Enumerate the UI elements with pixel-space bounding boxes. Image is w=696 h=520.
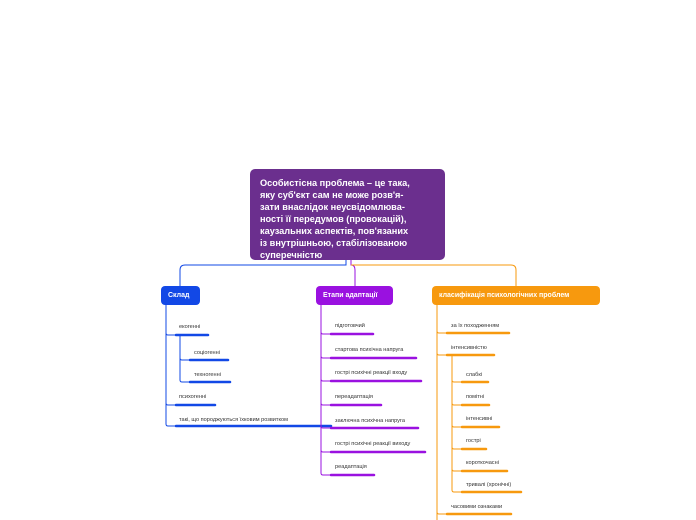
leaf-intensyvnistiu[interactable]: інтенсивністю (451, 345, 487, 351)
leaf-korotkochasni[interactable]: короткочасні (466, 460, 499, 466)
leaf-etap-7[interactable]: реадаптація (335, 464, 367, 470)
leaf-pomitni[interactable]: помітні (466, 394, 485, 400)
leaf-za-pokhodzhenniam[interactable]: за їх походженням (451, 323, 500, 329)
branch-sklad[interactable]: Склад (161, 286, 200, 305)
leaf-tekhnogenni[interactable]: техногенні (194, 372, 221, 378)
branch-etapy-adaptatsii[interactable]: Етапи адаптації (316, 286, 393, 305)
leaf-psykhogenni[interactable]: психогенні (179, 394, 207, 400)
leaf-sotsiogenni[interactable]: соціогенні (194, 350, 220, 356)
leaf-chasovymy-oznakamy[interactable]: часовими ознаками (451, 504, 503, 510)
leaf-vikovi[interactable]: такі, що породжуються їхковим розвитком (179, 417, 288, 423)
root-line-6: із внутрішньою, стабілізованою (260, 238, 408, 248)
root-line-4: ності її передумов (провокацій), (260, 214, 407, 224)
leaf-etap-4[interactable]: переадаптація (335, 394, 373, 400)
branch-klasyfikatsiia[interactable]: класифікація психологічних проблем (432, 286, 600, 305)
root-line-3: зати внаслідок неусвідомлюва- (260, 202, 405, 212)
root-topic[interactable]: Особистісна проблема – це така, яку суб'… (250, 169, 445, 260)
leaf-slabki[interactable]: слабкі (466, 372, 483, 378)
root-line-2: яку суб'єкт сам не може розв'я- (260, 190, 404, 200)
leaf-etap-1[interactable]: підготовчий (335, 323, 365, 329)
root-line-5: каузальних аспектів, пов'язаних (260, 226, 409, 236)
leaf-etap-2[interactable]: стартова психічна напруга (335, 347, 404, 353)
root-line-7: суперечністю (260, 250, 323, 260)
leaf-etap-6[interactable]: гострі психічні реакції виходу (335, 441, 411, 447)
leaf-etap-3[interactable]: гострі психічні реакції входу (335, 370, 408, 376)
leaf-intensyvni[interactable]: інтенсивні (466, 416, 493, 422)
root-line-1: Особистісна проблема – це така, (260, 178, 410, 188)
leaf-tryvali[interactable]: тривалі (хронічні) (466, 482, 512, 488)
leaf-ekzogenni[interactable]: екогенні (179, 324, 201, 330)
leaf-etap-5[interactable]: заключна психічна напруга (335, 418, 405, 424)
leaf-hostri[interactable]: гострі (466, 438, 481, 444)
